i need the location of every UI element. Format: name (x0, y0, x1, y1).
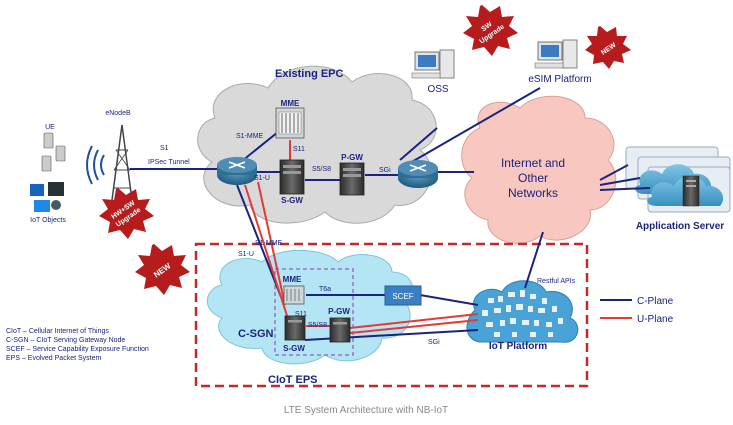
csgn-boundary (274, 268, 354, 356)
pgw-server-icon (329, 317, 351, 343)
ciot-eps-label: CIoT EPS (268, 374, 318, 386)
s1-mme-top-label: S1-MME (236, 133, 264, 140)
glossary-item: EPS – Evolved Packet System (6, 355, 101, 362)
figure-caption: LTE System Architecture with NB-IoT (284, 405, 448, 416)
s1-u-top-label: S1-U (254, 175, 270, 182)
pgw-top-label: P-GW (341, 153, 363, 162)
iot-objects-label: IoT Objects (30, 217, 66, 224)
iot-objects-icon (30, 182, 64, 212)
oss-label: OSS (427, 84, 448, 95)
glossary-item: C-SGN – CIoT Serving Gateway Node (6, 337, 125, 344)
enodeb-tower-icon (86, 124, 133, 201)
internet-label-3: Networks (508, 186, 558, 200)
s5s8-top-label: S5/S8 (312, 166, 331, 173)
sgw-server-icon (279, 159, 305, 195)
sgw-top-label: S-GW (281, 196, 303, 205)
csgn-label: C-SGN (238, 328, 274, 340)
s1-u-bottom-label: S1-U (238, 251, 254, 258)
mme-bottom-label: MME (283, 275, 302, 284)
s11-bottom-label: S11 (295, 311, 307, 318)
esim-computer-icon (534, 39, 578, 69)
router-icon (217, 157, 257, 185)
iot-platform-icon (466, 280, 579, 343)
existing-epc-label: Existing EPC (275, 68, 344, 80)
ciot-eps-boundary (194, 242, 589, 388)
mme-server-icon (275, 107, 305, 139)
sgi-top-label: SGi (379, 167, 391, 174)
oss-computer-icon (411, 49, 455, 79)
sgw-bottom-label: S-GW (283, 344, 305, 353)
t6a-label: T6a (319, 286, 331, 293)
s1-interface-label: S1 (160, 145, 169, 152)
ue-devices-icon (41, 132, 66, 172)
sw-upgrade-badge: SW Upgrade (463, 5, 518, 56)
scef-label: SCEF (392, 292, 413, 301)
app-server-cloud (625, 146, 731, 213)
sgw-server-icon (284, 315, 306, 341)
existing-epc-cloud (197, 65, 437, 224)
u-plane-links (244, 140, 479, 334)
new-ciot-badge: NEW (135, 244, 190, 295)
pgw-server-icon (339, 162, 365, 196)
internet-cloud (461, 95, 617, 244)
ciot-cloud (206, 249, 414, 365)
ue-label: UE (45, 124, 55, 131)
s5s8-bottom-label: S5/S8 (308, 322, 327, 329)
ipsec-tunnel-label: IPSec Tunnel (148, 159, 190, 166)
internet-label-2: Other (518, 171, 548, 185)
legend: C-Plane U-Plane (600, 296, 674, 325)
new-esim-badge: NEW (585, 26, 631, 69)
mme-top-label: MME (281, 99, 300, 108)
u-plane-legend-label: U-Plane (637, 314, 674, 325)
glossary: CIoT – Cellular Internet of Things C-SGN… (6, 328, 149, 362)
app-server-label: Application Server (636, 221, 724, 232)
scef-box: SCEF (384, 285, 422, 306)
sgi-bottom-label: SGi (428, 339, 440, 346)
esim-label: eSIM Platform (528, 74, 591, 85)
restful-apis-label: Restful APIs (537, 278, 576, 285)
hw-sw-upgrade-badge: HW+SW Upgrade (99, 188, 154, 239)
internet-label-1: Internet and (501, 156, 565, 170)
iot-platform-label: IoT Platform (489, 341, 547, 352)
enodeb-label: eNodeB (105, 110, 131, 117)
c-plane-links (130, 87, 651, 341)
pgw-bottom-label: P-GW (328, 307, 350, 316)
mme-server-icon (283, 285, 305, 305)
glossary-item: CIoT – Cellular Internet of Things (6, 328, 109, 335)
s1-mme-bottom-label: S1-MME (255, 240, 283, 247)
s11-top-label: S11 (293, 146, 305, 153)
router-icon (398, 160, 438, 188)
glossary-item: SCEF – Service Capability Exposure Funct… (6, 346, 149, 353)
c-plane-legend-label: C-Plane (637, 296, 674, 307)
